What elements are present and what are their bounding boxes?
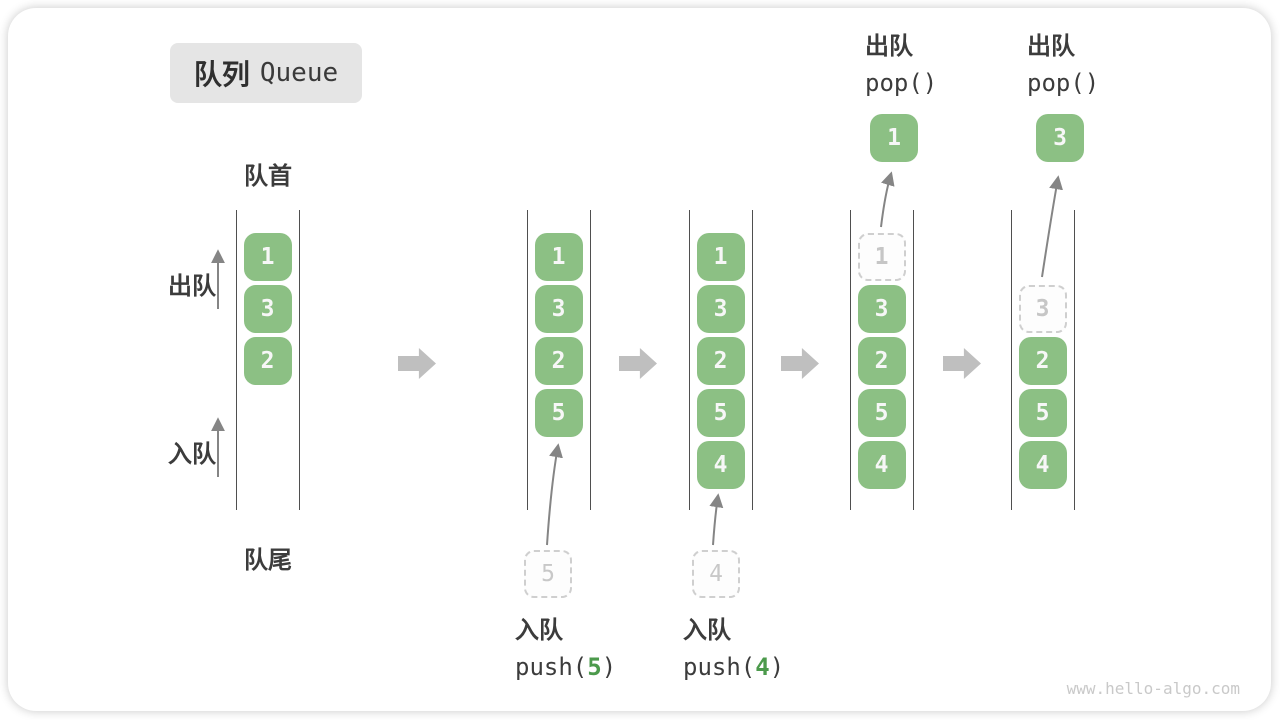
enqueue-op-note: 入队 push(5) (515, 612, 616, 686)
queue-node: 4 (696, 441, 745, 489)
incoming-node-ghost: 4 (692, 550, 740, 598)
op-action-label: 入队 (683, 617, 731, 644)
title-badge: 队列 Queue (170, 43, 362, 103)
queue-state-1: 1 3 2 (236, 210, 300, 510)
label-enqueue-axis: 入队 (168, 441, 216, 468)
popped-node: 1 (870, 114, 918, 162)
queue-state-2: 1 3 2 5 (527, 210, 591, 510)
op-code-fn: push( (683, 653, 756, 681)
queue-node: 5 (534, 389, 583, 437)
queue-node: 5 (696, 389, 745, 437)
op-action-label: 出队 (865, 33, 913, 60)
queue-node: 2 (857, 337, 906, 385)
op-action-label: 入队 (515, 617, 563, 644)
dequeue-op-note: 出队 pop() (865, 28, 937, 102)
op-code: push(5) (515, 649, 616, 686)
watermark: www.hello-algo.com (1066, 679, 1240, 698)
queue-node: 3 (243, 285, 292, 333)
queue-node: 1 (243, 233, 292, 281)
queue-node-removed: 3 (1018, 285, 1067, 333)
queue-node: 2 (1018, 337, 1067, 385)
queue-state-5: 3 2 5 4 (1011, 210, 1075, 510)
label-queue-rear: 队尾 (244, 547, 292, 574)
popped-node: 3 (1036, 114, 1084, 162)
queue-node: 2 (243, 337, 292, 385)
queue-node: 2 (534, 337, 583, 385)
title-zh: 队列 (193, 59, 250, 90)
op-code: push(4) (683, 649, 784, 686)
queue-node: 1 (696, 233, 745, 281)
queue-node: 3 (857, 285, 906, 333)
queue-node: 4 (857, 441, 906, 489)
incoming-node-ghost: 5 (524, 550, 572, 598)
op-code: pop() (1027, 69, 1100, 97)
op-code-arg: 5 (587, 653, 602, 681)
queue-node: 5 (857, 389, 906, 437)
op-code-arg: 4 (755, 653, 770, 681)
queue-node: 3 (534, 285, 583, 333)
label-queue-front: 队首 (244, 163, 292, 190)
queue-state-3: 1 3 2 5 4 (689, 210, 753, 510)
op-action-label: 出队 (1027, 33, 1075, 60)
op-code: pop() (865, 69, 938, 97)
title-en: Queue (259, 58, 339, 88)
queue-node: 3 (696, 285, 745, 333)
queue-state-4: 1 3 2 5 4 (850, 210, 914, 510)
dequeue-op-note: 出队 pop() (1027, 28, 1099, 102)
queue-node: 5 (1018, 389, 1067, 437)
op-code-close: ) (769, 653, 785, 681)
label-dequeue-axis: 出队 (168, 273, 216, 300)
queue-node: 4 (1018, 441, 1067, 489)
queue-node-removed: 1 (857, 233, 906, 281)
op-code-fn: push( (515, 653, 588, 681)
queue-node: 2 (696, 337, 745, 385)
op-code-close: ) (601, 653, 617, 681)
enqueue-op-note: 入队 push(4) (683, 612, 784, 686)
queue-node: 1 (534, 233, 583, 281)
